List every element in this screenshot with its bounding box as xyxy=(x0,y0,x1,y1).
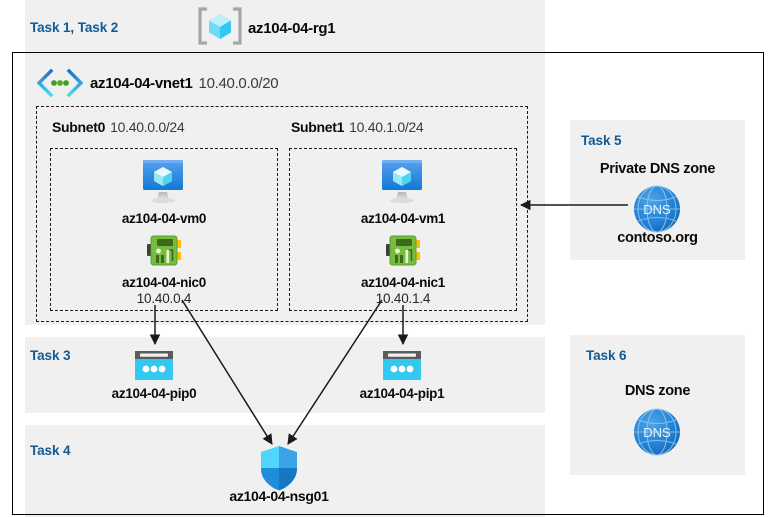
vm1-name: az104-04-vm1 xyxy=(360,211,446,226)
dns-zone-icon: DNS xyxy=(632,407,682,457)
private-dns-heading: Private DNS zone xyxy=(599,161,716,177)
panel-gap-2 xyxy=(25,413,545,425)
task-label-4: Task 4 xyxy=(30,443,71,458)
network-interface-icon xyxy=(384,233,424,271)
task-label-5: Task 5 xyxy=(581,133,622,148)
pip1-name: az104-04-pip1 xyxy=(359,386,445,401)
subnet0-label: Subnet0 xyxy=(52,119,106,135)
nic0-ip: 10.40.0.4 xyxy=(136,291,192,306)
vm0-name: az104-04-vm0 xyxy=(121,211,207,226)
dns-icon-text: DNS xyxy=(643,202,671,217)
vnet-header: az104-04-vnet1 10.40.0.0/20 xyxy=(90,75,279,92)
virtual-machine-icon xyxy=(373,157,431,207)
public-ip-address-icon xyxy=(381,349,423,383)
private-dns-name: contoso.org xyxy=(617,230,698,246)
subnet0-boundary xyxy=(50,148,278,311)
virtual-network-icon xyxy=(36,68,84,98)
resource-group-panel xyxy=(25,0,545,517)
dns-zone-icon: DNS xyxy=(632,184,682,234)
virtual-machine-icon xyxy=(134,157,192,207)
public-dns-heading: DNS zone xyxy=(624,383,691,399)
network-interface-icon xyxy=(145,233,185,271)
nic1-name: az104-04-nic1 xyxy=(361,275,445,290)
subnet1-cidr: 10.40.1.0/24 xyxy=(349,119,424,135)
nic1-ip: 10.40.1.4 xyxy=(375,291,431,306)
network-security-group-icon xyxy=(259,445,299,492)
vnet-boundary xyxy=(36,106,528,322)
task-label-6: Task 6 xyxy=(586,348,627,363)
nsg-name: az104-04-nsg01 xyxy=(229,488,329,504)
task-label-1-2: Task 1, Task 2 xyxy=(30,20,119,35)
task-label-3: Task 3 xyxy=(30,348,71,363)
subnet1-label: Subnet1 xyxy=(291,119,345,135)
pip0-name: az104-04-pip0 xyxy=(111,386,197,401)
public-ip-address-icon xyxy=(133,349,175,383)
subnet0-cidr: 10.40.0.0/24 xyxy=(110,119,185,135)
dns-icon-text: DNS xyxy=(643,425,671,440)
resource-group-name: az104-04-rg1 xyxy=(248,20,336,37)
nic0-name: az104-04-nic0 xyxy=(122,275,206,290)
vnet-cidr: 10.40.0.0/20 xyxy=(198,75,279,92)
vnet-name: az104-04-vnet1 xyxy=(90,75,193,92)
resource-group-border xyxy=(12,52,764,515)
resource-group-icon xyxy=(197,6,243,46)
